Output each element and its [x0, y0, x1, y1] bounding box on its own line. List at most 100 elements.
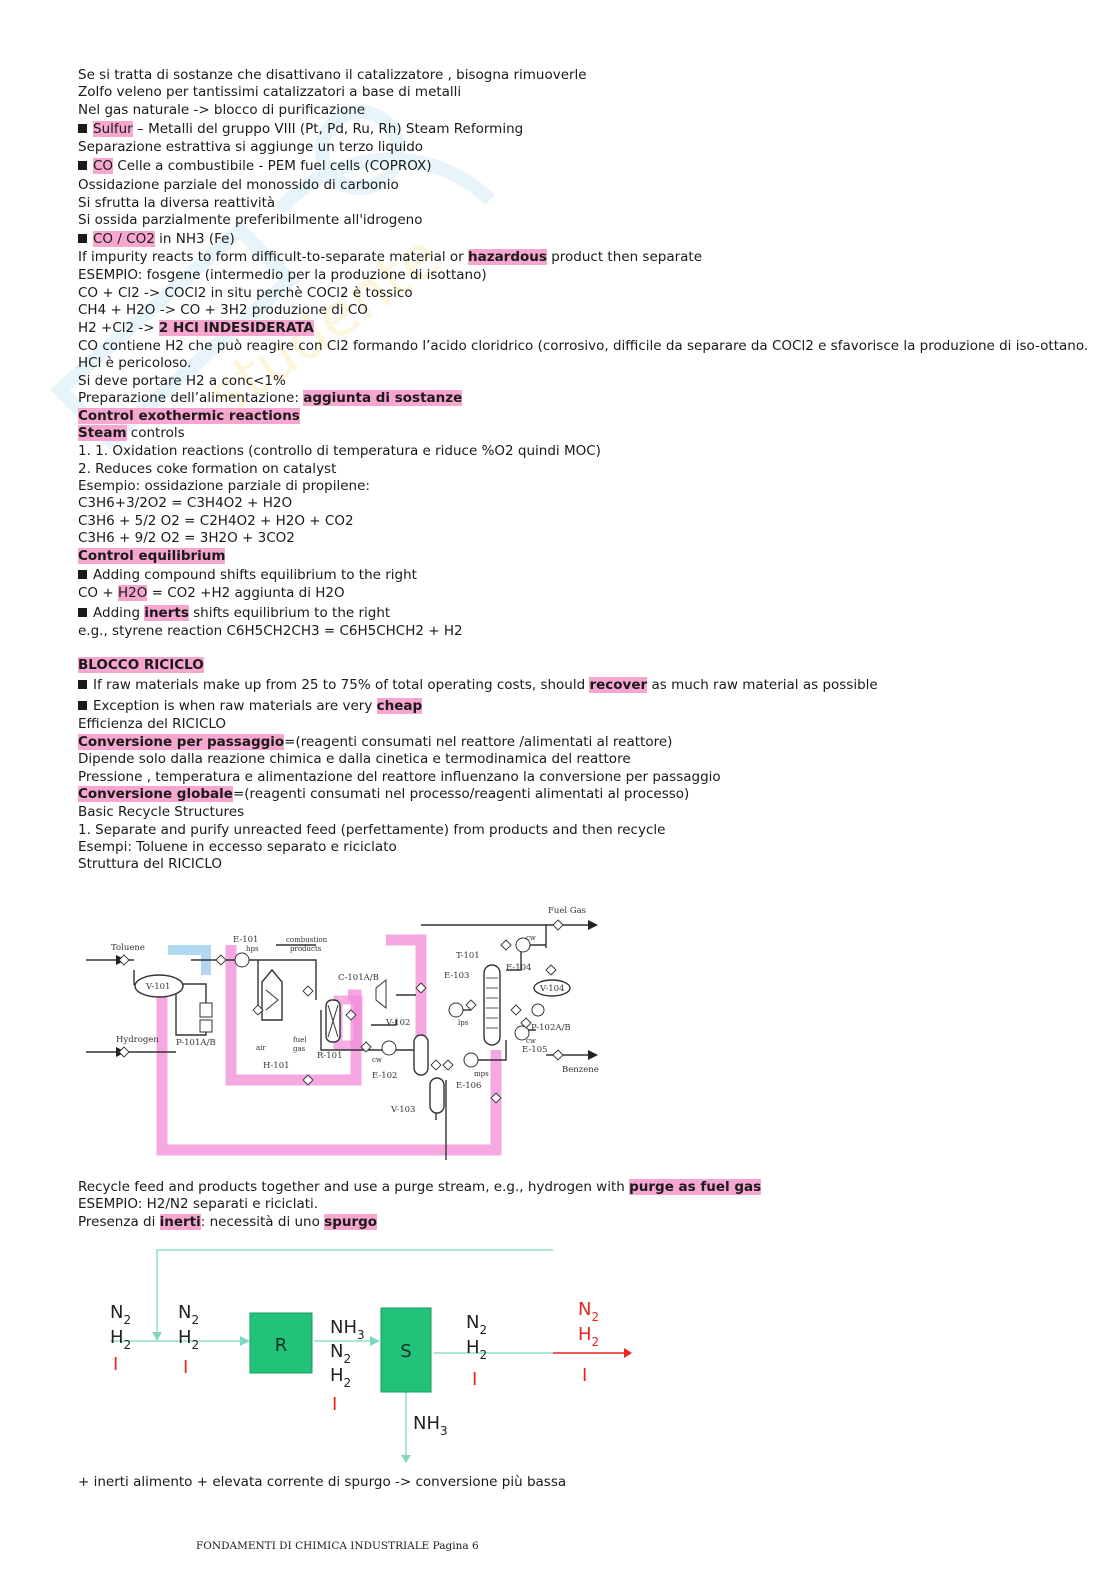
text-line: Preparazione dell’alimentazione: aggiunt… [78, 390, 463, 407]
bullet-square-icon [78, 570, 87, 579]
text-span: Struttura del RICICLO [78, 856, 223, 872]
text-line: Ossidazione parziale del monossido di ca… [78, 177, 399, 194]
reactor-block [249, 1312, 313, 1374]
highlighted-text: Sulfur [93, 121, 133, 137]
svg-text:NH3: NH3 [413, 1413, 448, 1438]
label-v104: V-104 [539, 984, 564, 994]
text-line: Control equilibrium [78, 548, 226, 565]
highlighted-text: Conversione per passaggio [78, 734, 285, 750]
text-span: Zolfo veleno per tantissimi catalizzator… [78, 84, 462, 100]
bullet-square-icon [78, 161, 87, 170]
label-benzene: Benzene [562, 1065, 599, 1075]
label-cw1: cw [372, 1056, 382, 1064]
text-span: CO + Cl2 -> COCl2 in situ perchè COCl2 è… [78, 285, 413, 301]
svg-text:N2: N2 [330, 1341, 351, 1366]
svg-text:I: I [183, 1357, 188, 1378]
text-span: H2 +Cl2 -> [78, 320, 159, 336]
svg-text:N2: N2 [178, 1302, 199, 1327]
text-line: Sulfur – Metalli del gruppo VIII (Pt, Pd… [78, 121, 523, 138]
highlighted-text: recover [589, 677, 648, 693]
text-line: Separazione estrattiva si aggiunge un te… [78, 139, 423, 156]
text-line: 2. Reduces coke formation on catalyst [78, 461, 336, 478]
text-line: Si deve portare H2 a conc<1% [78, 373, 286, 390]
svg-text:H2: H2 [330, 1365, 351, 1390]
label-v102: V-102 [385, 1018, 410, 1028]
text-span: C3H6+3/2O2 = C3H4O2 + H2O [78, 495, 293, 511]
text-span: Adding [93, 605, 145, 621]
label-mps: mps [474, 1070, 489, 1078]
label-r101: R-101 [317, 1051, 343, 1061]
label-gas: gas [293, 1045, 306, 1053]
text-span: CO contiene H2 che può reagire con Cl2 f… [78, 338, 1089, 354]
text-line: 1. 1. Oxidation reactions (controllo di … [78, 443, 601, 460]
label-e103: E-103 [444, 971, 469, 981]
label-lps: lps [458, 1019, 469, 1027]
label-v103: V-103 [390, 1105, 415, 1115]
separator-block [380, 1307, 432, 1393]
page-footer: FONDAMENTI DI CHIMICA INDUSTRIALE Pagina… [196, 1540, 479, 1552]
text-span: Basic Recycle Structures [78, 804, 245, 820]
label-air: air [256, 1044, 266, 1052]
text-span: Recycle feed and products together and u… [78, 1179, 630, 1195]
text-line: CO / CO2 in NH3 (Fe) [78, 231, 235, 248]
process-flow-diagram: Toluene Hydrogen V-101 P-101A/B E-101 hp… [86, 906, 599, 1160]
text-span: Exception is when raw materials are very [93, 698, 377, 714]
label-products: products [290, 945, 322, 953]
text-line: CO Celle a combustibile - PEM fuel cells… [78, 158, 432, 175]
highlighted-text: 2 HCl INDESIDERATA [158, 320, 314, 336]
text-line: CH4 + H2O -> CO + 3H2 produzione di CO [78, 302, 368, 319]
text-line: CO contiene H2 che può reagire con Cl2 f… [78, 338, 1088, 355]
text-span: Adding compound shifts equilibrium to th… [93, 567, 417, 583]
label-e104: E-104 [506, 963, 531, 973]
text-line: ESEMPIO: fosgene (intermedio per la prod… [78, 267, 487, 284]
label-e105: E-105 [522, 1045, 547, 1055]
text-span: If impurity reacts to form difficult-to-… [78, 249, 468, 265]
highlighted-text: inerti [159, 1214, 201, 1230]
bullet-square-icon [78, 124, 87, 133]
text-line: ESEMPIO: H2/N2 separati e riciclati. [78, 1196, 318, 1213]
text-span: ESEMPIO: fosgene (intermedio per la prod… [78, 267, 487, 283]
svg-text:H2: H2 [110, 1327, 131, 1352]
label-fuel: fuel [293, 1036, 307, 1044]
text-span: =(reagenti consumati nel reattore /alime… [284, 734, 673, 750]
text-span: Nel gas naturale -> blocco di purificazi… [78, 102, 366, 118]
text-span: Celle a combustibile - PEM fuel cells (C… [113, 158, 432, 174]
svg-text:H2: H2 [578, 1324, 599, 1349]
text-line: Nel gas naturale -> blocco di purificazi… [78, 102, 365, 119]
highlighted-text: spurgo [324, 1214, 378, 1230]
text-line: HCl è pericoloso. [78, 355, 191, 372]
text-span: as much raw material as possible [647, 677, 878, 693]
svg-text:I: I [582, 1365, 587, 1386]
highlighted-text: Conversione globale [78, 786, 233, 802]
text-span: Preparazione dell’alimentazione: [78, 390, 304, 406]
text-line: Presenza di inerti: necessità di uno spu… [78, 1214, 378, 1231]
v102-drum [413, 1034, 429, 1076]
text-line: CO + H2O = CO2 +H2 aggiunta di H2O [78, 585, 345, 602]
text-line: Esempi: Toluene in eccesso separato e ri… [78, 839, 397, 856]
text-line: Pressione , temperatura e alimentazione … [78, 769, 721, 786]
text-line: Conversione globale=(reagenti consumati … [78, 786, 689, 803]
highlighted-text: Control exothermic reactions [78, 408, 300, 424]
text-span: = CO2 +H2 aggiunta di H2O [147, 585, 345, 601]
highlighted-text: aggiunta di sostanze [303, 390, 463, 406]
label-e106: E-106 [456, 1081, 481, 1091]
text-span: shifts equilibrium to the right [188, 605, 391, 621]
text-span: Esempio: ossidazione parziale di propile… [78, 478, 370, 494]
label-cw2: cw [526, 934, 536, 942]
label-toluene: Toluene [111, 943, 145, 953]
text-span: Dipende solo dalla reazione chimica e da… [78, 751, 631, 767]
text-span: CH4 + H2O -> CO + 3H2 produzione di CO [78, 302, 368, 318]
label-e102: E-102 [372, 1071, 397, 1081]
text-span: HCl è pericoloso. [78, 355, 192, 371]
text-span: controls [126, 425, 185, 441]
text-line: Efficienza del RICICLO [78, 716, 226, 733]
label-cw3: cw [526, 1037, 536, 1045]
text-line: Control exothermic reactions [78, 408, 300, 425]
highlighted-text: purge as fuel gas [629, 1179, 762, 1195]
text-span: 2. Reduces coke formation on catalyst [78, 461, 337, 477]
separator-label: S [400, 1341, 411, 1362]
reactor-label: R [275, 1335, 288, 1356]
v103-drum [429, 1077, 445, 1114]
svg-text:H2: H2 [178, 1327, 199, 1352]
text-line: Dipende solo dalla reazione chimica e da… [78, 751, 631, 768]
